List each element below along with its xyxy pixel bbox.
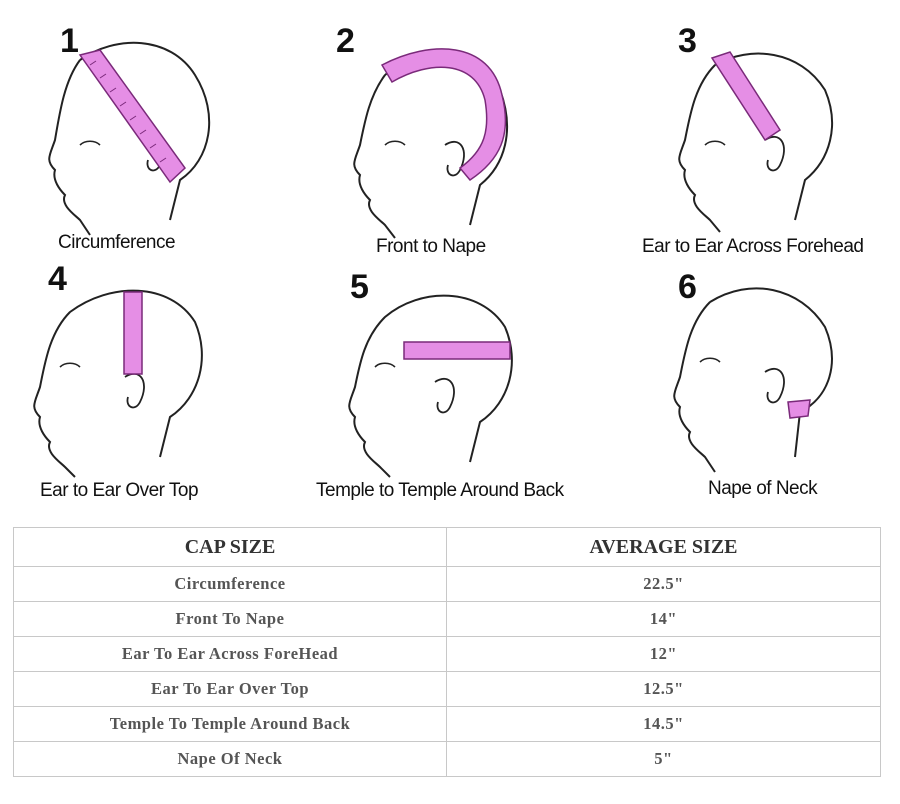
cap-size-table: CAP SIZE AVERAGE SIZE Circumference 22.5…: [13, 527, 881, 777]
measurement-name: Ear To Ear Over Top: [13, 671, 447, 707]
diagram-number: 1: [60, 22, 79, 60]
measurement-value: 12": [446, 636, 881, 672]
measurement-name: Circumference: [13, 566, 447, 602]
column-header-cap-size: CAP SIZE: [13, 527, 447, 567]
diagram-number: 2: [336, 22, 355, 60]
diagram-caption: Circumference: [58, 232, 176, 253]
measurement-name: Nape Of Neck: [13, 741, 447, 777]
table-row: Temple To Temple Around Back 14.5": [13, 706, 881, 742]
measurement-value: 14": [446, 601, 881, 637]
diagram-caption: Ear to Ear Across Forehead: [642, 236, 864, 257]
diagram-front-to-nape: 2 Front to Nape: [320, 20, 620, 270]
diagram-temple-to-temple-around-back: 5 Temple to Temple Around Back: [316, 262, 620, 512]
table-row: Nape Of Neck 5": [13, 741, 881, 777]
table-row: Ear To Ear Over Top 12.5": [13, 671, 881, 707]
measurement-name: Ear To Ear Across ForeHead: [13, 636, 447, 672]
measurement-name: Front To Nape: [13, 601, 447, 637]
diagram-ear-to-ear-over-top: 4 Ear to Ear Over Top: [20, 262, 320, 512]
diagram-nape-of-neck: 6 Nape of Neck: [620, 262, 900, 512]
table-row: Circumference 22.5": [13, 566, 881, 602]
head-illustration: [48, 41, 211, 236]
measurement-value: 22.5": [446, 566, 881, 602]
diagram-caption: Nape of Neck: [708, 478, 818, 499]
head-illustration: [673, 287, 833, 473]
diagram-ear-to-ear-across-forehead: 3 Ear to Ear Across Forehead: [620, 20, 900, 270]
diagram-circumference: 1 Circumference: [20, 20, 320, 270]
diagram-number: 6: [678, 268, 697, 306]
measurement-value: 5": [446, 741, 881, 777]
diagram-caption: Front to Nape: [376, 236, 486, 257]
diagram-number: 5: [350, 268, 369, 306]
table-header-row: CAP SIZE AVERAGE SIZE: [13, 527, 881, 567]
diagram-number: 4: [48, 260, 67, 298]
diagram-caption: Ear to Ear Over Top: [40, 480, 199, 501]
table-row: Ear To Ear Across ForeHead 12": [13, 636, 881, 672]
measurement-value: 14.5": [446, 706, 881, 742]
table-row: Front To Nape 14": [13, 601, 881, 637]
head-illustration: [353, 48, 508, 239]
measurement-value: 12.5": [446, 671, 881, 707]
diagram-caption: Temple to Temple Around Back: [316, 480, 564, 501]
column-header-average-size: AVERAGE SIZE: [446, 527, 881, 567]
measurement-name: Temple To Temple Around Back: [13, 706, 447, 742]
head-illustration: [33, 289, 203, 478]
head-illustration: [348, 294, 513, 478]
diagram-number: 3: [678, 22, 697, 60]
head-illustration: [678, 51, 833, 233]
